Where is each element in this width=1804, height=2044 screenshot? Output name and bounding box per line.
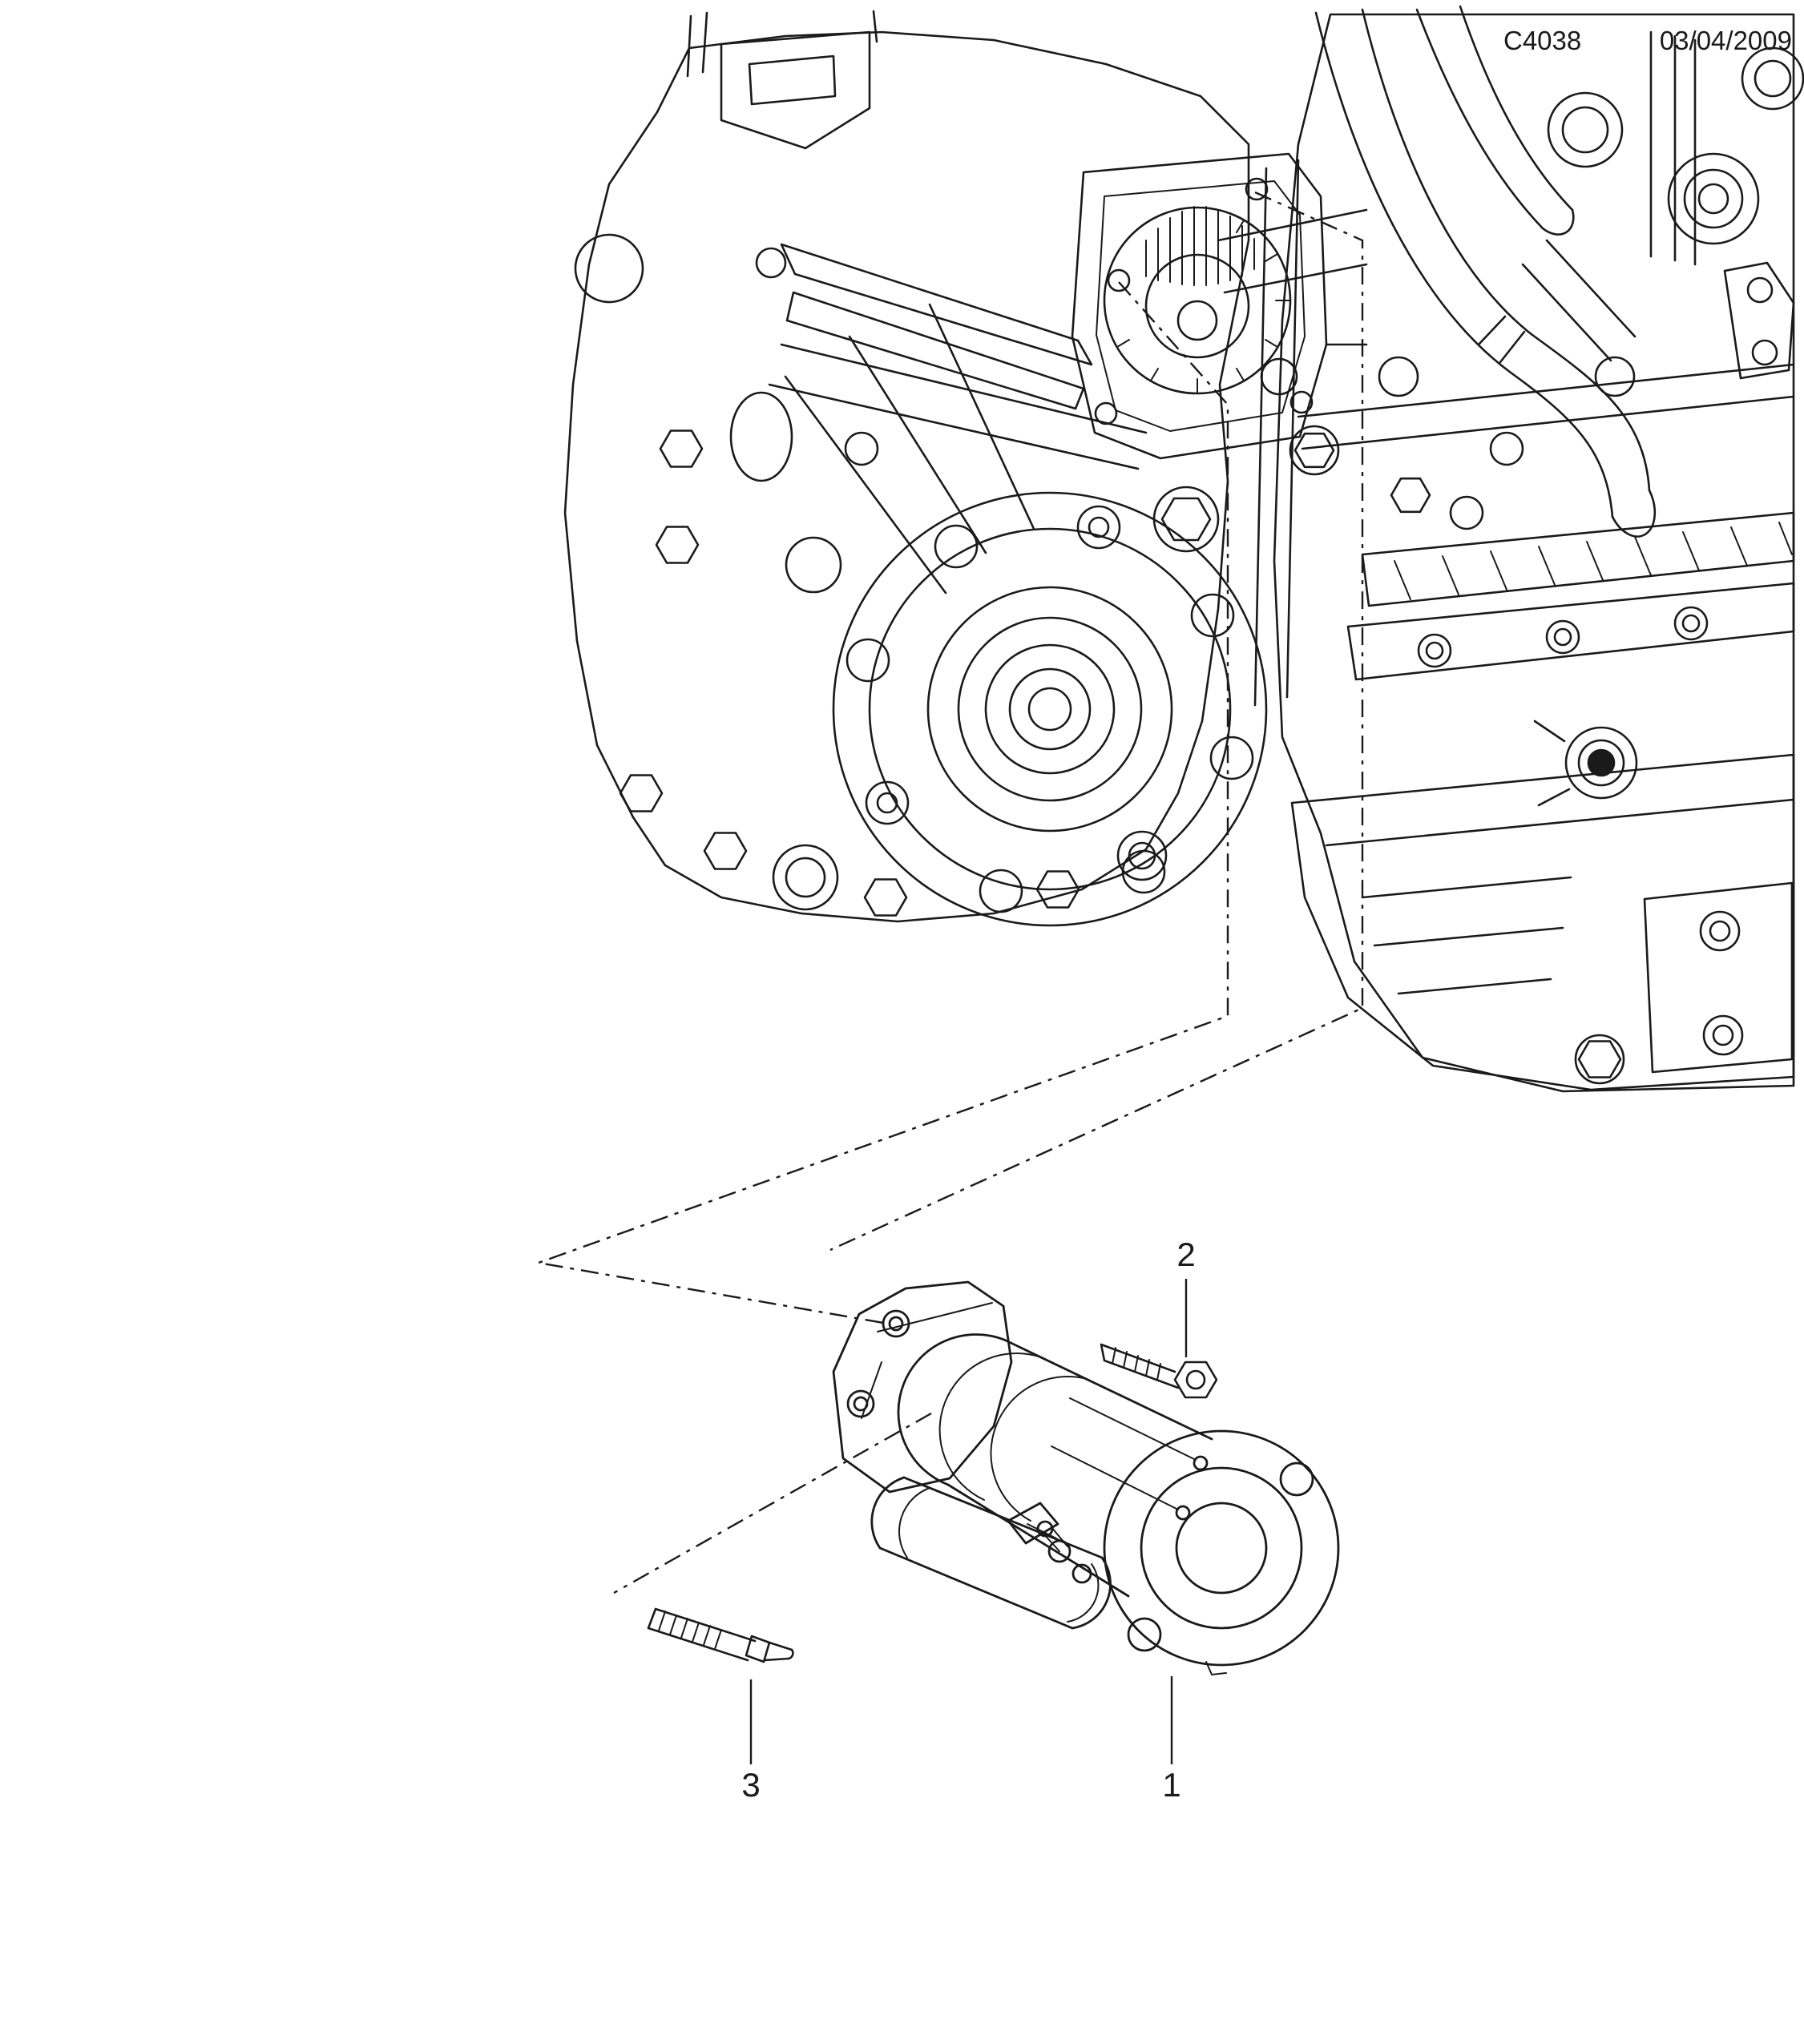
engine-assembly-drawing xyxy=(563,5,1804,1093)
engine-mid-column-drawing xyxy=(1217,159,1368,707)
leader-line-stud xyxy=(613,1412,932,1594)
callout-1: 1 xyxy=(1162,1676,1181,1804)
stud-drawing xyxy=(647,1607,794,1663)
callout-2: 2 xyxy=(1176,1236,1196,1357)
starter-mounting-aperture-drawing xyxy=(1071,152,1328,553)
alignment-leader-lines xyxy=(535,191,1364,1594)
callout-3: 3 xyxy=(741,1679,761,1804)
diagram-header: C4038 03/04/2009 xyxy=(1503,26,1792,55)
mounting-bolt-drawing xyxy=(1100,1343,1218,1399)
leader-line-aperture-left xyxy=(535,281,1229,1325)
engine-block-drawing xyxy=(1273,5,1804,1093)
callout-3-label: 3 xyxy=(741,1766,760,1804)
starter-motor-drawing xyxy=(832,1280,1340,1675)
callouts: 2 1 3 xyxy=(741,1236,1195,1804)
callout-1-label: 1 xyxy=(1162,1766,1180,1804)
callout-2-label: 2 xyxy=(1176,1236,1195,1273)
diagram-code: C4038 xyxy=(1503,26,1581,55)
transmission-housing-drawing xyxy=(563,10,1268,927)
diagram-date: 03/04/2009 xyxy=(1660,26,1792,55)
leader-line-aperture-right xyxy=(829,191,1364,1252)
